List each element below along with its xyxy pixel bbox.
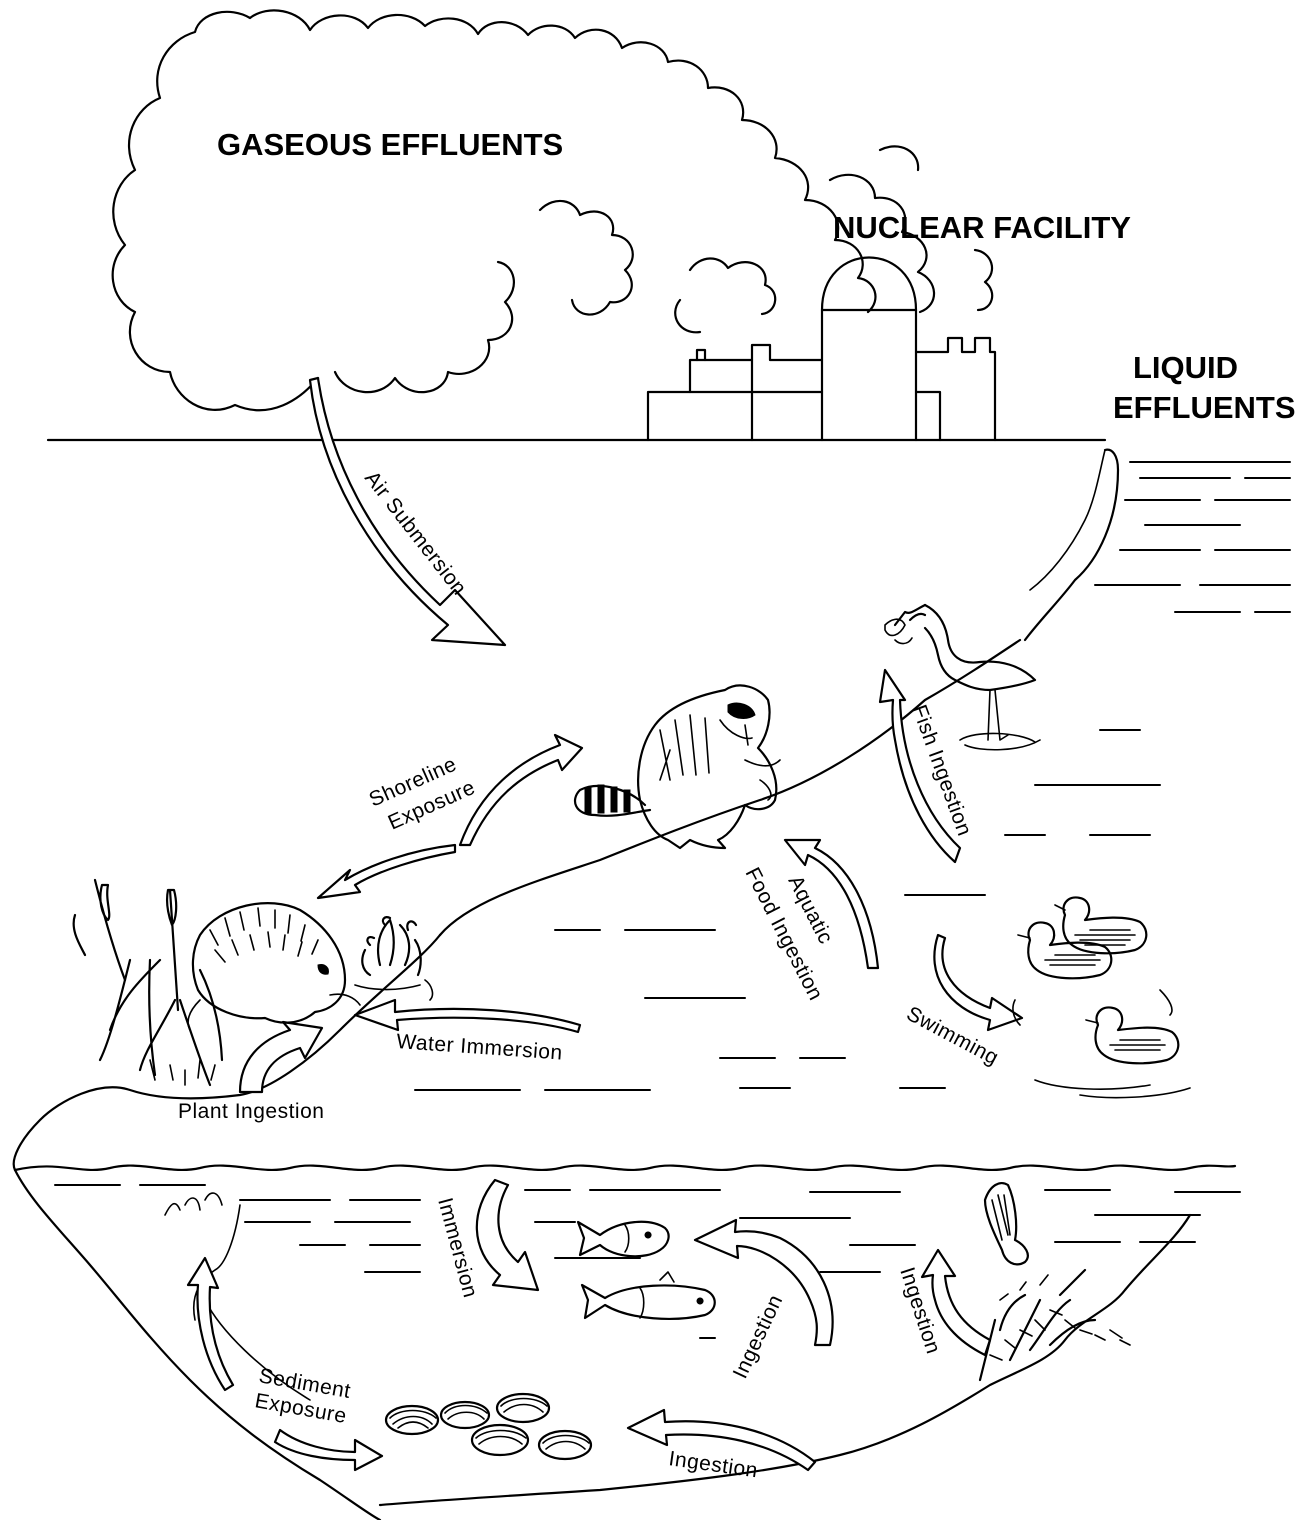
cattail-icon — [74, 880, 222, 1085]
left-bank — [14, 935, 440, 1170]
gaseous-effluents-heading: GASEOUS EFFLUENTS — [217, 127, 563, 162]
water-immersion-label: Water Immersion — [396, 1030, 564, 1065]
aquatic-plant-icon — [355, 917, 432, 1000]
shoreline-exposure-arrow-up[interactable] — [460, 735, 582, 845]
fish-ingestion-label: Fish Ingestion — [907, 702, 976, 839]
water-waves-upper — [415, 462, 1290, 1090]
immersion-label: Immersion — [433, 1195, 482, 1300]
sediment-up-arrow[interactable] — [188, 1258, 233, 1390]
water-surface-line — [15, 1166, 1235, 1170]
raccoon-icon — [575, 685, 780, 848]
clam-icon — [386, 1394, 591, 1459]
outfall-stream-inner — [1030, 450, 1105, 590]
liquid-effluents-heading-1: LIQUID — [1133, 350, 1238, 385]
immersion-arrow[interactable] — [477, 1180, 538, 1290]
fish-icon — [578, 1222, 715, 1319]
lake-bed — [15, 1170, 1190, 1520]
muskrat-icon — [188, 903, 360, 1030]
shoreline-slope — [440, 640, 1020, 935]
submerged-plant-icon — [165, 1193, 222, 1215]
ingestion-fish-label: Ingestion — [729, 1291, 788, 1382]
aquatic-weeds-icon — [980, 1270, 1130, 1380]
water-immersion-arrow[interactable] — [355, 1000, 580, 1032]
swimming-arrow[interactable] — [934, 935, 1022, 1030]
shoreline-exposure-arrow-down[interactable] — [318, 845, 455, 898]
cloud-icon — [113, 10, 876, 410]
duck-icon — [1013, 897, 1190, 1097]
sediment-exposure-arrow[interactable] — [275, 1430, 382, 1470]
plant-ingestion-label: Plant Ingestion — [178, 1100, 324, 1123]
nuclear-facility-heading: NUCLEAR FACILITY — [833, 210, 1131, 245]
reactor-building-icon — [648, 258, 995, 441]
liquid-effluents-heading-2: EFFLUENTS — [1113, 390, 1296, 425]
diving-duck-icon — [985, 1183, 1028, 1264]
